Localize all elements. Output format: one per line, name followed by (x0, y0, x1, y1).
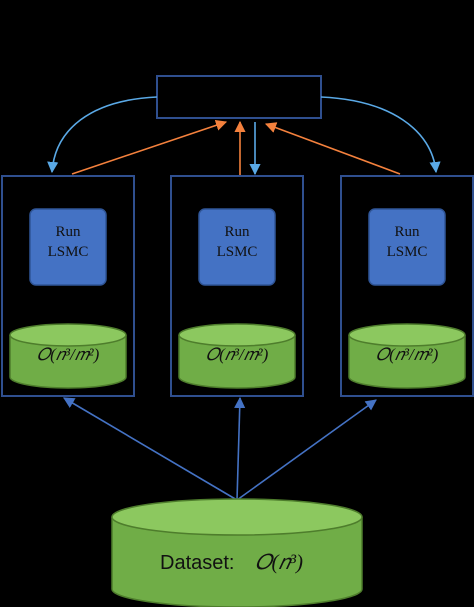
dataset-complexity: 𝑂(𝑛³) (255, 550, 303, 574)
storage-cylinder-body (178, 335, 296, 389)
run-label: Run (394, 224, 420, 240)
result-arrow-right (264, 122, 401, 175)
run-lsmc-box (29, 208, 107, 286)
master-node-box (156, 75, 322, 119)
lsmc-label: LSMC (48, 244, 89, 260)
dataset-cylinder-top (111, 498, 363, 536)
lsmc-label: LSMC (387, 244, 428, 260)
lsmc-label: LSMC (217, 244, 258, 260)
distribute-arrow-left (47, 96, 158, 174)
storage-complexity-label: 𝑂(𝑛³/𝑚²) (206, 345, 269, 364)
storage-cylinder-top (178, 323, 296, 347)
data-arrow-left (63, 397, 238, 501)
dataset-label: Dataset: (160, 552, 234, 574)
storage-complexity-label: 𝑂(𝑛³/𝑚²) (376, 345, 439, 364)
data-arrow-right (236, 399, 377, 501)
storage-cylinder-top (348, 323, 466, 347)
result-arrow-left (71, 119, 228, 175)
run-lsmc-box (198, 208, 276, 286)
data-arrow-center (234, 396, 246, 501)
run-label: Run (55, 224, 81, 240)
storage-cylinder-body (9, 335, 127, 389)
storage-cylinder-top (9, 323, 127, 347)
storage-cylinder-body (348, 335, 466, 389)
run-label: Run (224, 224, 250, 240)
distribute-arrow-right (320, 96, 441, 174)
run-lsmc-box (368, 208, 446, 286)
dataset-cylinder: Dataset: 𝑂(𝑛³) (111, 498, 363, 607)
storage-complexity-label: 𝑂(𝑛³/𝑚²) (37, 345, 100, 364)
